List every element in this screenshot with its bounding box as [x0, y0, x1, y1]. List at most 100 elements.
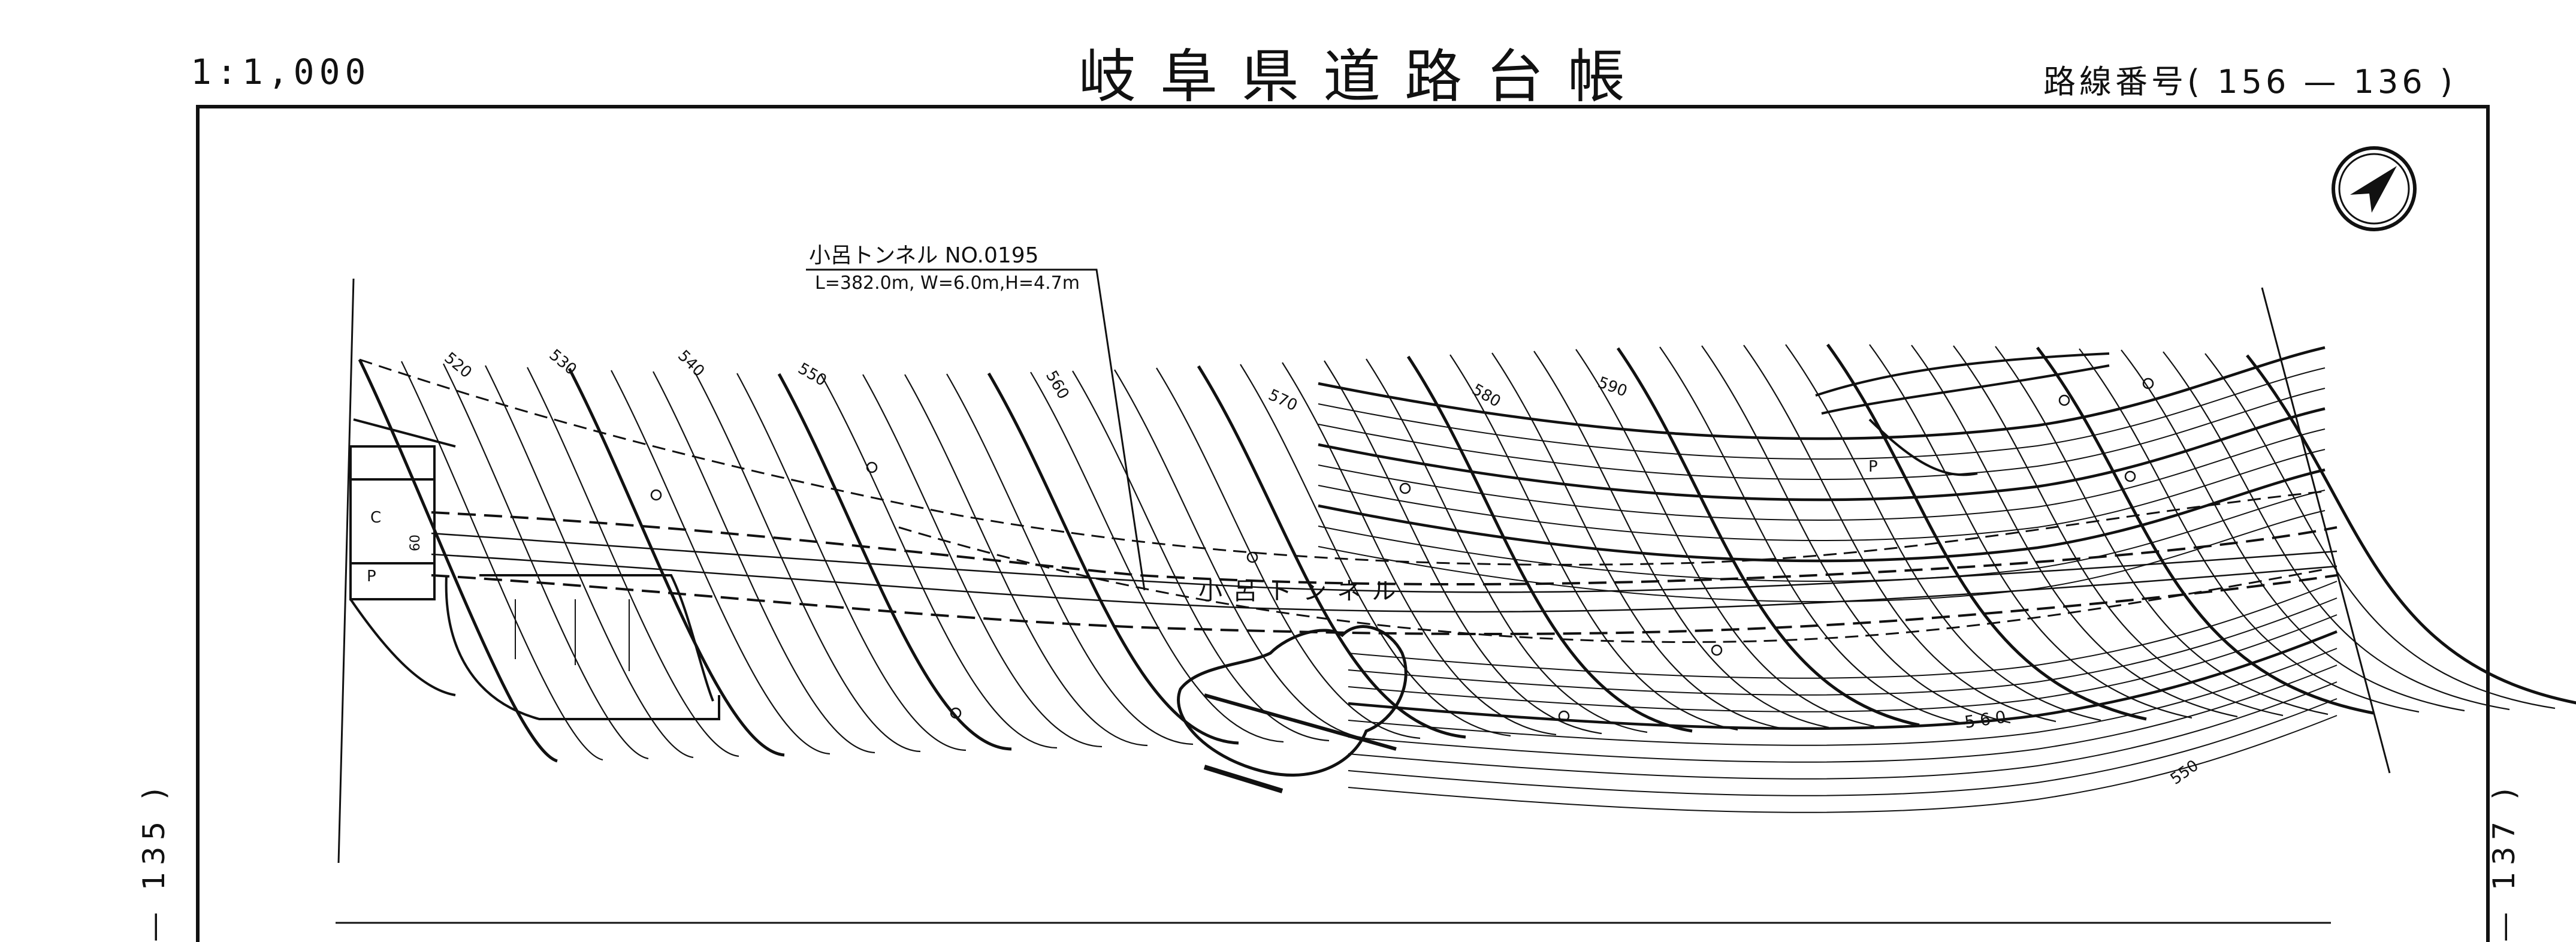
- contour-line: [1348, 581, 2338, 679]
- tree-icon: [1246, 551, 1258, 563]
- contour-line: [1533, 351, 1829, 729]
- contour-label-560: 560: [1042, 368, 1073, 403]
- contour-line: [1491, 352, 1784, 730]
- contour-line: [1318, 346, 2326, 440]
- bridge-structure: [349, 418, 720, 720]
- map-symbol-60: 60: [408, 535, 423, 551]
- tunnel-portal: [1177, 625, 1408, 793]
- contour-line: [1318, 388, 2326, 481]
- contour-line: [1348, 597, 2338, 696]
- map-frame: [196, 105, 2490, 942]
- road-label: 小呂トンネル: [1198, 578, 1406, 605]
- tree-icon: [2058, 394, 2070, 406]
- tunnel-callout-leader: [806, 268, 1146, 591]
- contour-line: [1324, 360, 1602, 735]
- contour-line: [736, 373, 967, 751]
- contour-line: [820, 374, 1058, 749]
- route-number-label: 路線番号( 156 — 136 ): [2043, 63, 2456, 101]
- contour-line: [1348, 648, 2338, 746]
- contour-line: [485, 365, 694, 759]
- contour-line: [1743, 345, 2056, 723]
- contour-line: [1348, 681, 2338, 780]
- contour-line: [946, 373, 1194, 745]
- tree-icon: [1399, 482, 1411, 494]
- tree-icon: [2124, 470, 2136, 482]
- retaining-wall: [1815, 352, 2110, 476]
- contour-label-520: 520: [441, 349, 475, 382]
- contour-line: [1449, 354, 1738, 731]
- contour-line: [1995, 346, 2329, 715]
- contour-label-550-right: 550: [2167, 757, 2202, 789]
- tunnel-callout-dimensions: L=382.0m, W=6.0m,H=4.7m: [815, 273, 1080, 294]
- road-edge-lower: [431, 574, 2338, 635]
- contour-line: [401, 361, 603, 761]
- contour-line: [1318, 449, 2326, 542]
- contour-line: [1701, 345, 2011, 724]
- contour-label-550: 550: [795, 360, 830, 390]
- road-edge-upper: [431, 511, 2338, 586]
- contour-line: [2163, 351, 2510, 711]
- contour-line: [904, 374, 1148, 747]
- map-symbol-p-right: P: [1868, 458, 1878, 476]
- tunnel-callout-name: 小呂トンネル NO.0195: [809, 243, 1039, 268]
- contour-line: [1318, 490, 2326, 582]
- contour-line: [1318, 468, 2326, 563]
- contour-line: [1348, 630, 2338, 730]
- contour-line: [1240, 364, 1511, 737]
- scale-label: 1:1,000: [191, 52, 371, 92]
- contour-line: [1826, 343, 2147, 721]
- tree-icon: [2142, 378, 2154, 390]
- tree-icon: [950, 707, 962, 719]
- contour-line: [1575, 349, 1875, 727]
- sheet-limit-left: [337, 278, 355, 864]
- contour-line: [1197, 365, 1466, 739]
- contour-line: [653, 371, 875, 754]
- contour-line: [862, 374, 1103, 748]
- contour-label-540: 540: [674, 347, 708, 381]
- tree-icon: [1711, 644, 1723, 656]
- contour-line: [443, 363, 649, 760]
- tree-icon: [1558, 710, 1570, 722]
- contour-line: [611, 370, 831, 755]
- contour-line: [987, 372, 1239, 745]
- road-centre-1: [431, 532, 2338, 593]
- contour-line: [1318, 367, 2326, 460]
- contour-line: [1348, 665, 2338, 763]
- contour-line: [2246, 354, 2576, 705]
- old-road-edge-2: [898, 526, 2326, 643]
- contour-line: [1659, 346, 1965, 725]
- north-arrow-icon: [2332, 146, 2417, 231]
- contour-line: [567, 367, 785, 757]
- contour-line: [2079, 348, 2420, 713]
- contour-label-580: 580: [1469, 381, 1504, 411]
- tree-symbols: [650, 378, 2154, 722]
- contour-label-570: 570: [1266, 386, 1300, 415]
- contour-lines: [358, 343, 2576, 813]
- road-centre-2: [431, 553, 2338, 613]
- contour-line: [694, 372, 921, 753]
- road-lines: [359, 358, 2338, 643]
- contour-line: [527, 367, 739, 757]
- contour-line: [1030, 372, 1284, 743]
- contour-line: [2204, 353, 2556, 709]
- contour-line: [2036, 346, 2374, 715]
- contour-line: [1072, 370, 1330, 742]
- page-title: 岐阜県道路台帳: [1079, 43, 1649, 110]
- contour-line: [777, 373, 1012, 751]
- contour-line: [1785, 344, 2101, 721]
- contour-line: [1348, 715, 2338, 813]
- contour-line: [1953, 345, 2284, 717]
- contour-line: [1348, 698, 2338, 796]
- contour-label-530: 530: [546, 346, 580, 379]
- contour-line: [1318, 510, 2326, 603]
- contour-line: [1366, 358, 1648, 733]
- contour-line: [1318, 428, 2326, 521]
- contour-line: [1616, 347, 1920, 727]
- contour-label-group: 520 530 540 550 560 570 580 590 560 550: [441, 346, 2202, 788]
- contour-line: [1406, 355, 1693, 733]
- old-road-edge: [359, 358, 2326, 566]
- contour-label-590: 590: [1596, 373, 1630, 400]
- tree-icon: [866, 461, 878, 473]
- map-symbol-c: C: [370, 509, 381, 527]
